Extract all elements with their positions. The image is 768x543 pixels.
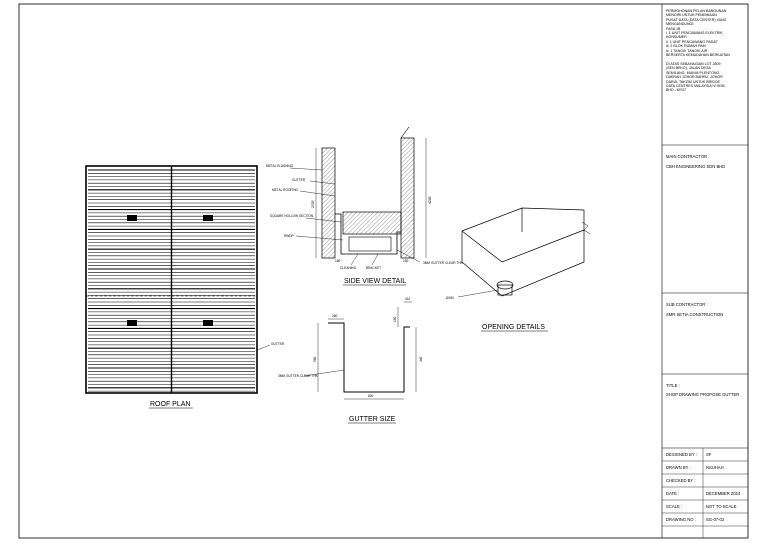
project-line: BERSERTA KEMUDAHAN BERKAITAN [666, 53, 730, 58]
main-contractor-label: MAIN CONTRACTOR : [666, 154, 710, 159]
opening-back-wall [461, 207, 585, 232]
project-line: iv. 1 TANGKI TANGKI AIR [666, 48, 708, 53]
leader-cleaning [350, 253, 359, 266]
opening-left-edge [461, 231, 503, 297]
opening-label: OPENING DETAILS [482, 324, 545, 331]
dim-side-small-1: 150 [335, 259, 341, 263]
side-gutter [335, 213, 401, 255]
project-line: MENDIRI UNTUK PEMBINAAN [666, 13, 717, 18]
side-right-wall [400, 137, 415, 259]
project-line: DATA CENTRES MALAYSIA IV SDN [666, 83, 725, 88]
dim-gs-right-v: 440 [419, 356, 423, 362]
leader-gutter [309, 180, 336, 185]
project-line: PUSAT DATA (DATA CENTER) YANG [666, 17, 727, 22]
dim-gs-top-right-v: 150 [393, 316, 397, 322]
dim-side-small-2: 150 [403, 259, 409, 263]
info-value: NSUHAH [706, 465, 724, 470]
dim-gs-left-v: 560 [313, 356, 317, 362]
roof-plan-label: ROOF PLAN [150, 401, 190, 408]
opening-break [581, 221, 591, 235]
annotation-cleaning: CLEANING [340, 266, 357, 270]
title-label: TITLE : [666, 383, 680, 388]
sheet-border [18, 3, 749, 539]
dim-side-height: 2035 [311, 200, 315, 208]
info-value: NOT TO SCALE [706, 504, 737, 509]
roof-outlet [203, 215, 213, 221]
gutter-size-profile [328, 322, 410, 393]
leader-gutter-plan [256, 344, 271, 351]
project-line: BHD - MY07 [666, 88, 687, 93]
dim-gs-top-right: 410 [405, 297, 411, 301]
info-label: DATE : [666, 491, 680, 496]
opening-outlet [496, 280, 514, 290]
opening-outlet-pipe [497, 284, 513, 296]
side-view-label: SIDE VIEW DETAIL [344, 278, 406, 285]
info-label: DRAWING NO : [666, 517, 696, 522]
roof-outlets [127, 215, 213, 326]
project-line: SEMILANG, MUKIM PLENTONG, [666, 70, 721, 75]
leader-gi-gutter-size [303, 369, 345, 377]
project-line: i. 1 UNIT PENCAWANG ELEKTRIK [666, 31, 723, 36]
annotation-gi-gutter-side: 3MM GUTTER CLEAR THK [423, 261, 464, 265]
sub-contractor-label: SUB CONTRACTOR : [666, 302, 708, 307]
side-view-detail: METAL FLASHING GUTTER METAL ROOFING SQUA… [266, 126, 464, 286]
side-beam [342, 211, 402, 235]
opening-details: Ø150 OPENING DETAILS [446, 207, 591, 332]
gutter-size: 260 410 150 560 440 600 3MM GUTTER CLEAR… [278, 297, 423, 424]
info-value: DECEMBER 2024 [706, 491, 741, 496]
opening-top-front [461, 229, 585, 263]
dim-side-right: 4245 [428, 196, 432, 204]
leader-metal-roofing [299, 190, 336, 197]
dim-gs-bottom: 600 [368, 394, 374, 398]
annotation-gutter-plan: GUTTER [271, 342, 285, 346]
project-line: ii. 1 UNIT PENCAWANG PADAT [666, 39, 718, 44]
project-line: PERMOHONAN PELAN BANGUNAN [666, 9, 727, 13]
side-roofing-slope [400, 126, 410, 139]
project-line: iii. 2 BLOK RUMAH PAM [666, 44, 706, 49]
annotation-bracket: BRACKET [366, 266, 381, 270]
project-line: DI ATAS SEBAHAGIAN LOT 2809 [666, 61, 721, 66]
sub-contractor-name: SMR SETIA CONSTRUCTION [666, 312, 724, 317]
info-label: DESIGNED BY : [666, 452, 697, 457]
opening-bottom [501, 210, 585, 297]
roof-outlet [127, 320, 137, 326]
annotation-gi-gutter-size: 3MM GUTTER CLEAR THK [278, 374, 319, 378]
leader-rwdp [295, 235, 344, 241]
roof-outlet [127, 215, 137, 221]
leader-bracket [371, 253, 379, 266]
project-line: DARUL TAKZIM UNTUK BRIDGE [666, 79, 721, 84]
annotation-rwdp: RWDP [284, 234, 294, 238]
main-contractor-name: CBH ENGINEERING SDN BHD [666, 164, 726, 169]
dim-gs-top-left: 260 [332, 314, 338, 318]
info-label: SCALE : [666, 504, 683, 509]
title-value: SHOP DRAWING PROPOSE GUTTER [666, 392, 740, 397]
roof-outlet [203, 320, 213, 326]
leader-gi-gutter [396, 249, 421, 263]
info-label: DRAWN BY : [666, 465, 691, 470]
project-line: DAERAH JOHOR BAHRU, JOHOR [666, 75, 723, 80]
annotation-dia: Ø150 [446, 296, 454, 300]
side-left-wall [321, 147, 336, 259]
project-line: MENGANDUNGI: [666, 22, 695, 27]
info-label: CHECKED BY : [666, 478, 696, 483]
project-line: KONSUMER [666, 35, 687, 40]
leader-square-hollow [305, 217, 342, 223]
annotation-metal-roofing: METAL ROOFING [272, 188, 299, 192]
roof-plan: GUTTER ROOF PLAN [85, 165, 285, 409]
info-value: SF [706, 452, 712, 457]
annotation-gutter: GUTTER [292, 178, 306, 182]
info-value: SG-07-02 [706, 517, 725, 522]
side-hollow-section [348, 236, 392, 252]
project-line: FASA 1B [666, 26, 681, 31]
project-line: (SEN BEKO), JALAN DESA [666, 66, 711, 71]
annotation-metal-flashing: METAL FLASHING [266, 164, 294, 168]
leader-metal-flashing [289, 167, 323, 171]
leader-dia [457, 289, 499, 298]
annotation-square-hollow: SQUARE HOLLOW SECTION [270, 214, 314, 218]
gutter-size-label: GUTTER SIZE [349, 416, 396, 423]
